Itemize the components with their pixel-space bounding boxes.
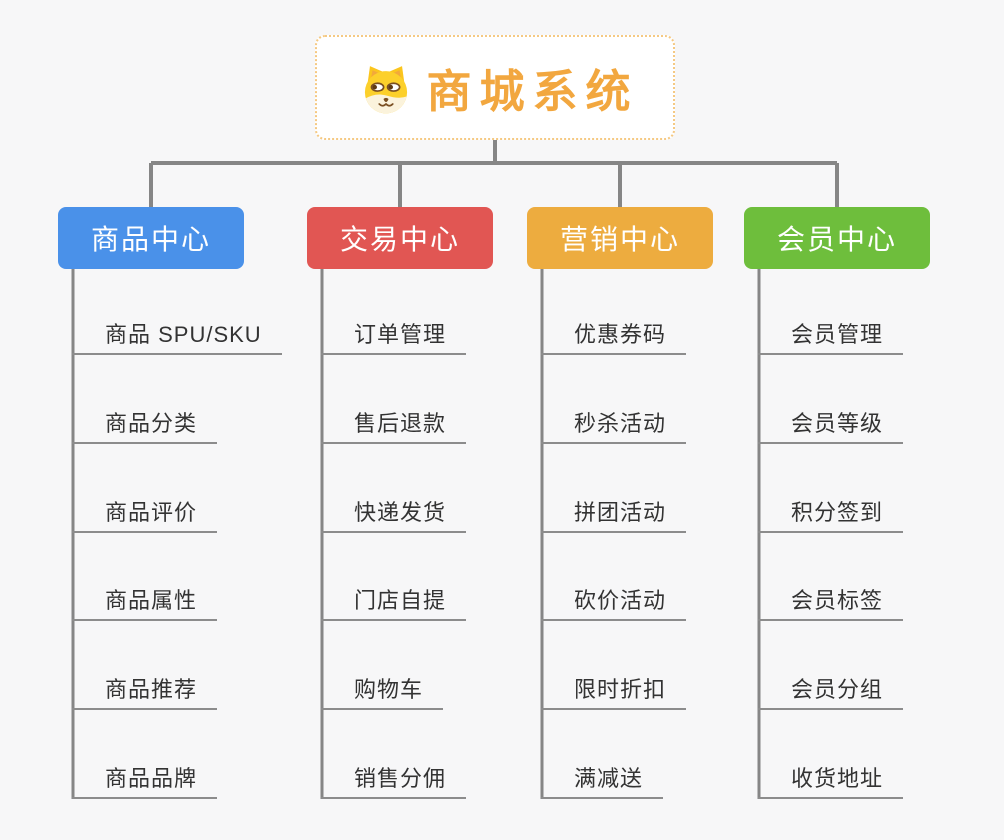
root-node[interactable]: 商城系统 bbox=[315, 35, 675, 140]
leaf-node[interactable]: 秒杀活动 bbox=[541, 410, 687, 444]
leaf-node[interactable]: 会员等级 bbox=[758, 410, 904, 444]
branch-node-1[interactable]: 商品中心 bbox=[58, 207, 244, 269]
leaf-node[interactable]: 积分签到 bbox=[758, 499, 904, 533]
branch-node-3[interactable]: 营销中心 bbox=[527, 207, 713, 269]
leaf-node[interactable]: 订单管理 bbox=[321, 321, 467, 355]
leaf-node[interactable]: 售后退款 bbox=[321, 410, 467, 444]
branch-node-4[interactable]: 会员中心 bbox=[744, 207, 930, 269]
leaf-node[interactable]: 商品属性 bbox=[72, 587, 218, 621]
leaf-node[interactable]: 商品推荐 bbox=[72, 676, 218, 710]
leaf-node[interactable]: 门店自提 bbox=[321, 587, 467, 621]
leaf-node[interactable]: 拼团活动 bbox=[541, 499, 687, 533]
branch-node-2[interactable]: 交易中心 bbox=[307, 207, 493, 269]
leaf-node[interactable]: 限时折扣 bbox=[541, 676, 687, 710]
leaf-node[interactable]: 商品 SPU/SKU bbox=[72, 321, 282, 355]
leaf-node[interactable]: 商品分类 bbox=[72, 410, 218, 444]
leaf-node[interactable]: 会员管理 bbox=[758, 321, 904, 355]
leaf-node[interactable]: 快递发货 bbox=[321, 499, 467, 533]
root-title: 商城系统 bbox=[426, 66, 639, 117]
leaf-node[interactable]: 会员分组 bbox=[758, 676, 904, 710]
leaf-node[interactable]: 商品评价 bbox=[72, 499, 218, 533]
leaf-node[interactable]: 砍价活动 bbox=[541, 587, 687, 621]
leaf-node[interactable]: 购物车 bbox=[321, 676, 444, 710]
leaf-node[interactable]: 满减送 bbox=[541, 765, 664, 799]
leaf-node[interactable]: 收货地址 bbox=[758, 765, 904, 799]
leaf-node[interactable]: 商品品牌 bbox=[72, 765, 218, 799]
leaf-node[interactable]: 优惠券码 bbox=[541, 321, 687, 355]
dog-face-icon bbox=[359, 61, 413, 115]
leaf-node[interactable]: 销售分佣 bbox=[321, 765, 467, 799]
leaf-node[interactable]: 会员标签 bbox=[758, 587, 904, 621]
